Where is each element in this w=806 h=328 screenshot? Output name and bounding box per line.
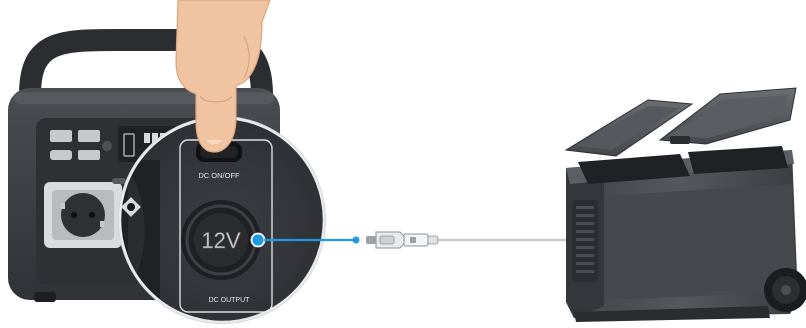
status-led: [112, 178, 126, 184]
dc-output-label: DC OUTPUT: [209, 297, 251, 304]
dc-12v-label: 12V: [201, 228, 240, 253]
fridge-vent: [572, 200, 598, 282]
connection-point-icon: [252, 234, 265, 247]
ac-outlet: [44, 182, 122, 248]
car-plug-icon: [366, 232, 438, 248]
portable-fridge: [566, 88, 806, 322]
dc-on-off-label: DC ON/OFF: [198, 171, 240, 180]
fridge-wheel: [764, 268, 806, 312]
